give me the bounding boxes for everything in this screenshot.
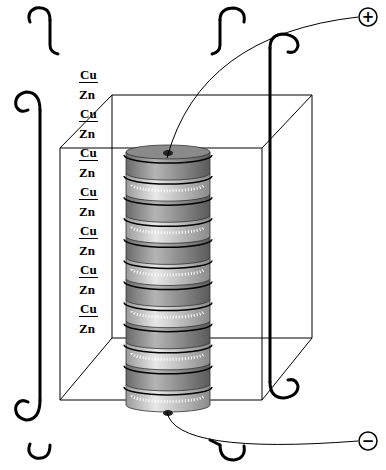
felt-layer — [132, 353, 204, 359]
zinc-label: Zn — [79, 322, 95, 336]
pile-column — [124, 145, 212, 416]
frame-box — [60, 95, 312, 400]
pile-top — [126, 145, 210, 159]
zinc-label: Zn — [79, 127, 95, 141]
felt-layer — [132, 396, 204, 402]
zinc-label: Zn — [79, 166, 95, 180]
copper-label: Cu — [79, 185, 98, 200]
zinc-label: Zn — [79, 205, 95, 219]
copper-label: Cu — [79, 146, 98, 161]
terminals — [359, 8, 377, 450]
zinc-label: Zn — [79, 283, 95, 297]
copper-label: Cu — [79, 107, 98, 122]
felt-layer — [132, 185, 204, 191]
copper-label: Cu — [79, 263, 98, 278]
support-rods — [16, 8, 298, 460]
felt-layer — [132, 311, 204, 317]
copper-label: Cu — [79, 224, 98, 239]
wires — [167, 17, 358, 444]
terminal-sign: + — [359, 8, 377, 26]
copper-label: Cu — [79, 302, 98, 317]
felt-layer — [132, 269, 204, 275]
zinc-label: Zn — [79, 88, 95, 102]
zinc-label: Zn — [79, 244, 95, 258]
terminal-sign: − — [359, 432, 377, 450]
copper-label: Cu — [79, 68, 98, 83]
felt-layer — [132, 227, 204, 233]
